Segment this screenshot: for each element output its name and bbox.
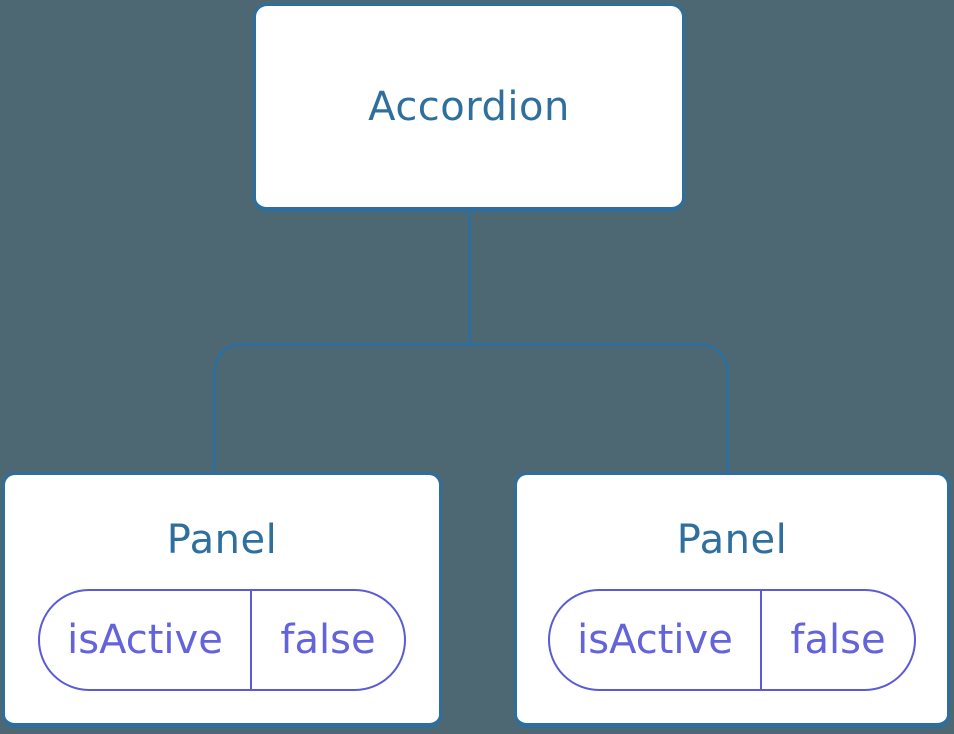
- panel-node-label: Panel: [166, 517, 278, 563]
- panel-node-right: Panel isActive false: [514, 472, 950, 728]
- state-value-label: false: [249, 591, 404, 689]
- state-pill: isActive false: [548, 589, 916, 691]
- state-pill: isActive false: [38, 589, 406, 691]
- state-value-label: false: [759, 591, 914, 689]
- state-key-label: isActive: [67, 617, 223, 663]
- accordion-node-label: Accordion: [368, 83, 570, 130]
- state-key-label: isActive: [577, 617, 733, 663]
- accordion-node: Accordion: [253, 3, 685, 212]
- panel-node-label: Panel: [676, 517, 788, 563]
- tree-connector-stem: [468, 212, 471, 345]
- tree-connector-bracket: [213, 343, 729, 472]
- panel-node-left: Panel isActive false: [2, 472, 442, 728]
